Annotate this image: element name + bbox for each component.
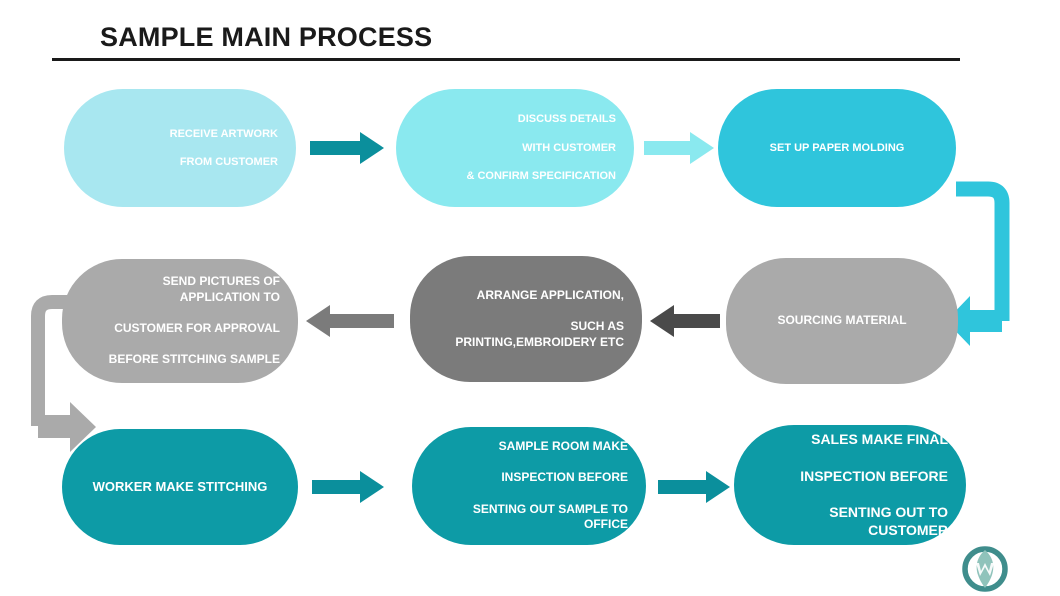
process-node-sourcing-material[interactable]: SOURCING MATERIAL — [726, 258, 958, 384]
process-node-set-up-paper-molding[interactable]: SET UP PAPER MOLDING — [718, 89, 956, 207]
arrow-shaft — [658, 480, 708, 494]
elbow-send-to-worker — [31, 295, 96, 452]
arrow-receive-to-discuss — [310, 132, 384, 164]
arrow-sourcing-to-arrange — [650, 305, 720, 337]
elbow-setup-to-sourcing — [946, 181, 1010, 346]
arrow-head — [706, 471, 730, 503]
title-divider — [52, 58, 960, 61]
arrow-arrange-to-send — [306, 305, 394, 337]
arrow-shaft — [310, 141, 362, 155]
company-logo — [962, 546, 1008, 592]
arrow-sampleroom-to-sales — [658, 471, 730, 503]
arrow-shaft — [328, 314, 394, 328]
arrow-discuss-to-setup — [644, 132, 714, 164]
process-node-worker-make-stitching[interactable]: WORKER MAKE STITCHING — [62, 429, 298, 545]
arrow-shaft — [644, 141, 692, 155]
process-node-arrange-application[interactable]: ARRANGE APPLICATION,SUCH AS PRINTING,EMB… — [410, 256, 642, 382]
arrow-head — [306, 305, 330, 337]
node-text: SET UP PAPER MOLDING — [769, 141, 905, 154]
arrow-head — [360, 132, 384, 164]
node-text: WORKER MAKE STITCHING — [92, 478, 268, 494]
arrow-head — [360, 471, 384, 503]
node-text: SOURCING MATERIAL — [777, 313, 907, 328]
arrow-head — [690, 132, 714, 164]
page-title: SAMPLE MAIN PROCESS — [100, 22, 433, 52]
node-text: ARRANGE APPLICATION,SUCH AS PRINTING,EMB… — [455, 287, 624, 349]
arrow-shaft — [672, 314, 720, 328]
arrow-head — [650, 305, 674, 337]
arrow-shaft — [312, 480, 362, 494]
arrow-worker-to-sampleroom — [312, 471, 384, 503]
